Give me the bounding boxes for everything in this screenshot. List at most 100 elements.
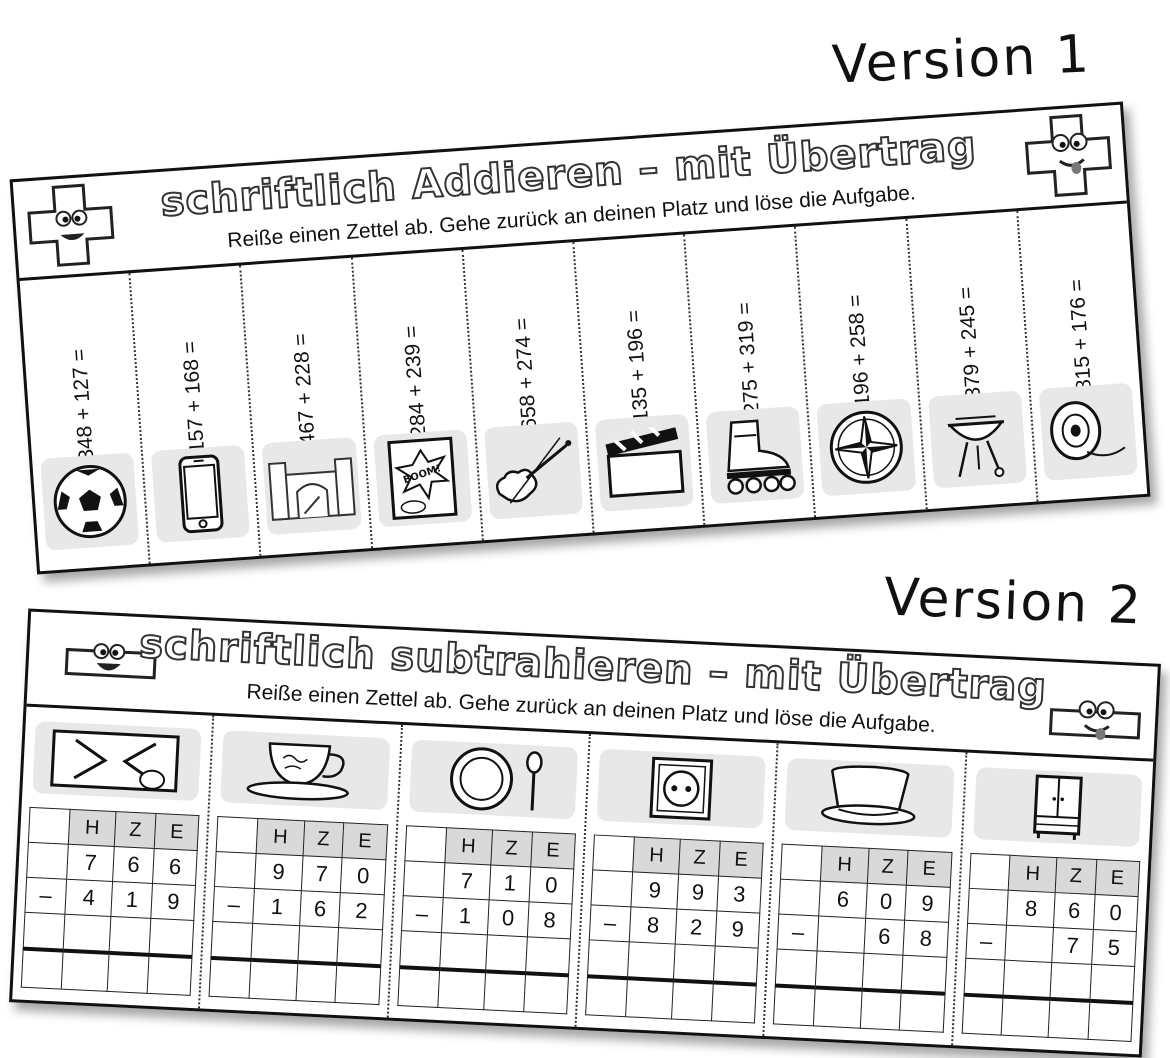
result-cell	[773, 985, 816, 1026]
grid-cell	[590, 869, 633, 907]
tear-strip[interactable]: 815 + 176 =	[1018, 204, 1147, 502]
result-cell	[711, 982, 757, 1024]
tear-strip[interactable]: 157 + 168 =	[130, 265, 262, 564]
column-header-h: H	[256, 818, 305, 856]
yoyo-icon	[1050, 401, 1126, 461]
minus-mascot-right-icon	[1048, 700, 1142, 741]
column-header-e: E	[906, 850, 952, 888]
tear-strip[interactable]: 658 + 274 =	[463, 242, 595, 541]
minuend-digit: 6	[1053, 892, 1095, 930]
column-header-z: Z	[867, 848, 909, 886]
carry-cell	[297, 925, 340, 965]
tear-strip[interactable]: 284 + 239 = BOOM!	[352, 249, 484, 548]
subtrahend-digit: 1	[252, 888, 301, 926]
subtrahend-digit: 7	[1051, 927, 1094, 965]
subtraction-header: schriftlich subtrahieren – mit Übertrag …	[26, 611, 1158, 762]
clapperboard-icon	[605, 424, 685, 498]
carry-cell	[901, 955, 947, 994]
grid-cell	[967, 888, 1009, 926]
subtraction-sheet: schriftlich subtrahieren – mit Übertrag …	[9, 608, 1161, 1058]
subtrahend-digit: 2	[339, 892, 384, 930]
tear-strip[interactable]: 275 + 319 =	[685, 226, 817, 525]
picture-box	[151, 444, 251, 543]
mousepad-icon	[50, 729, 180, 793]
grid-cell	[28, 807, 70, 845]
result-cell	[437, 969, 486, 1010]
result-cell	[961, 994, 1004, 1036]
picture-box	[40, 452, 140, 551]
result-cell	[899, 991, 945, 1033]
column-header-e: E	[530, 831, 576, 869]
carry-cell	[109, 916, 151, 955]
carry-cell	[713, 945, 759, 985]
task-text: 275 + 319 =	[732, 301, 764, 416]
grid-cell	[26, 842, 69, 880]
addition-sheet: schriftlich Addieren – mit Übertrag Reiß…	[9, 101, 1151, 575]
carry-cell	[149, 918, 195, 957]
subtrahend-digit: 2	[675, 909, 717, 946]
column-header-e: E	[154, 813, 200, 851]
tear-strip[interactable]: 196 + 258 =	[796, 218, 928, 517]
tear-strip[interactable]: 348 + 127 =	[19, 273, 151, 572]
tear-strip[interactable]: 467 + 228 =	[241, 257, 373, 556]
flower-pot-icon	[821, 765, 916, 826]
subtrahend-digit	[817, 916, 866, 954]
plus-mascot-left-icon	[27, 183, 115, 267]
column-header-h: H	[444, 827, 493, 865]
minus-sign: –	[24, 877, 67, 915]
violin-icon	[496, 437, 572, 504]
tear-strip[interactable]: 135 + 196 =	[574, 234, 706, 533]
minuend-digit: 6	[152, 848, 198, 886]
picture-box	[32, 721, 202, 802]
bouncy-castle-icon	[267, 457, 356, 521]
grill-icon	[947, 415, 1005, 478]
picture-box	[816, 398, 917, 497]
subtrahend-digit: 6	[863, 918, 906, 956]
task-text: 284 + 239 =	[399, 324, 431, 439]
carry-cell	[525, 936, 571, 976]
subtrahend-digit: 5	[1091, 929, 1137, 967]
carry-cell	[1003, 960, 1052, 999]
task-text: 348 + 127 =	[67, 348, 98, 462]
comic-book-icon: BOOM!	[387, 436, 458, 520]
version-2-label: Version 2	[883, 567, 1144, 637]
tear-strip[interactable]: 379 + 245 =	[907, 211, 1039, 510]
subtrahend-digit: 9	[150, 883, 196, 921]
subtrahend-digit: 1	[440, 897, 490, 935]
picture-box	[220, 730, 391, 811]
column-header-z: Z	[678, 839, 721, 877]
column-header-e: E	[1094, 859, 1140, 897]
minuend-digit: 0	[340, 857, 386, 895]
smartphone-icon	[178, 454, 224, 534]
minuend-digit: 7	[66, 844, 115, 882]
minuend-digit: 0	[528, 866, 574, 904]
result-cell	[1087, 1000, 1133, 1042]
result-cell	[483, 971, 526, 1012]
minuend-digit: 9	[677, 874, 719, 912]
grid-cell	[592, 834, 635, 872]
subtrahend-digit: 8	[527, 901, 573, 939]
wardrobe-icon	[1032, 774, 1083, 840]
result-cell	[625, 978, 674, 1019]
subtrahend-digit: 8	[903, 920, 949, 958]
result-cell	[585, 976, 628, 1017]
task-text: 157 + 168 =	[178, 340, 209, 454]
addition-strips: 348 + 127 = 157 + 168 = 467	[19, 204, 1148, 572]
minuend-digit: 9	[905, 885, 950, 923]
minuend-digit: 3	[716, 876, 762, 914]
result-cell	[335, 964, 381, 1005]
result-cell	[397, 967, 440, 1008]
plus-mascot-right-icon	[1024, 113, 1113, 198]
grid-cell	[968, 853, 1011, 891]
carry-cell	[251, 923, 300, 963]
